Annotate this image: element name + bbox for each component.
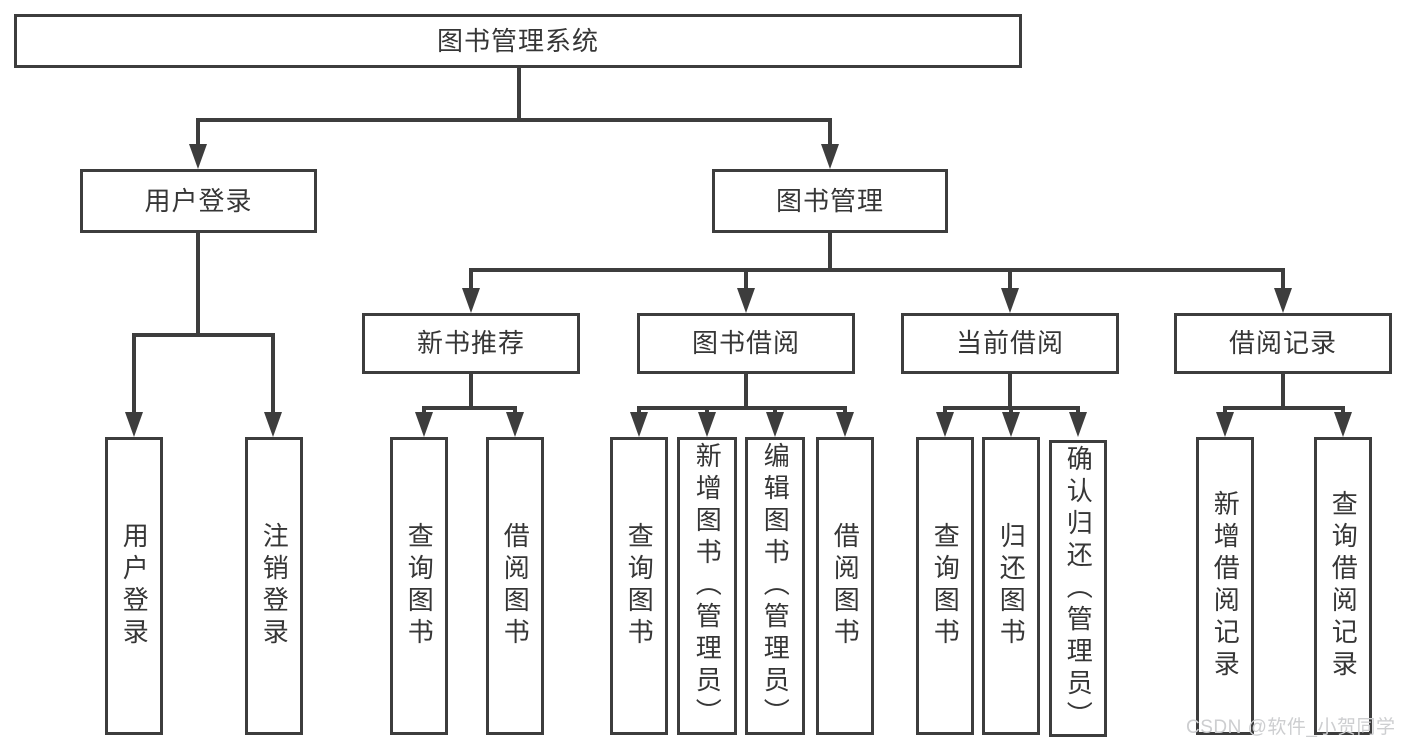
leaf-user-login-label: 用户登录 — [119, 522, 150, 650]
watermark-text: CSDN @软件_小贺同学 — [1186, 717, 1396, 738]
leaf-record-query-label: 查询借阅记录 — [1328, 490, 1359, 682]
node-user-login-label: 用户登录 — [144, 185, 253, 216]
node-book-borrow: 图书借阅 — [637, 313, 855, 374]
edge-newbookrec-to-leaves — [415, 374, 524, 437]
leaf-current-return-label: 归还图书 — [996, 522, 1027, 650]
leaf-record-add: 新增借阅记录 — [1196, 437, 1254, 735]
leaf-logout: 注销登录 — [245, 437, 303, 735]
edge-root-to-level2 — [189, 68, 839, 169]
leaf-logout-label: 注销登录 — [259, 522, 290, 650]
leaf-borrow-edit: 编辑图书（管理员） — [745, 437, 805, 735]
edge-bookborrow-to-leaves — [630, 374, 854, 437]
leaf-newbook-query-label: 查询图书 — [404, 522, 435, 650]
leaf-record-query: 查询借阅记录 — [1314, 437, 1372, 735]
leaf-borrow-edit-label: 编辑图书（管理员） — [760, 442, 791, 730]
edge-currentborrow-to-leaves — [936, 374, 1087, 437]
node-root-label: 图书管理系统 — [436, 25, 599, 56]
leaf-current-return: 归还图书 — [982, 437, 1040, 735]
node-new-book-rec-label: 新书推荐 — [416, 328, 525, 359]
leaf-user-login: 用户登录 — [105, 437, 163, 735]
leaf-borrow-query: 查询图书 — [610, 437, 668, 735]
leaf-current-confirm: 确认归还（管理员） — [1049, 440, 1107, 737]
edge-userlogin-to-leaves — [125, 233, 282, 437]
leaf-borrow-query-label: 查询图书 — [624, 522, 655, 650]
node-current-borrow: 当前借阅 — [901, 313, 1119, 374]
leaf-borrow-add: 新增图书（管理员） — [677, 437, 737, 735]
leaf-record-add-label: 新增借阅记录 — [1210, 490, 1241, 682]
leaf-newbook-borrow-label: 借阅图书 — [500, 522, 531, 650]
leaf-borrow-borrow: 借阅图书 — [816, 437, 874, 735]
leaf-newbook-borrow: 借阅图书 — [486, 437, 544, 735]
node-book-borrow-label: 图书借阅 — [691, 328, 800, 359]
leaf-current-query: 查询图书 — [916, 437, 974, 735]
node-root: 图书管理系统 — [14, 14, 1022, 68]
leaf-newbook-query: 查询图书 — [390, 437, 448, 735]
leaf-borrow-borrow-label: 借阅图书 — [830, 522, 861, 650]
edge-borrowrecord-to-leaves — [1216, 374, 1352, 437]
leaf-current-confirm-label: 确认归还（管理员） — [1063, 444, 1094, 733]
node-borrow-record: 借阅记录 — [1174, 313, 1392, 374]
edge-bookmgmt-to-level3 — [462, 233, 1292, 313]
node-book-mgmt-label: 图书管理 — [775, 185, 884, 216]
node-book-mgmt: 图书管理 — [712, 169, 948, 233]
node-user-login: 用户登录 — [80, 169, 317, 233]
node-current-borrow-label: 当前借阅 — [955, 328, 1064, 359]
node-borrow-record-label: 借阅记录 — [1228, 328, 1337, 359]
leaf-current-query-label: 查询图书 — [930, 522, 961, 650]
node-new-book-rec: 新书推荐 — [362, 313, 580, 374]
leaf-borrow-add-label: 新增图书（管理员） — [692, 442, 723, 730]
